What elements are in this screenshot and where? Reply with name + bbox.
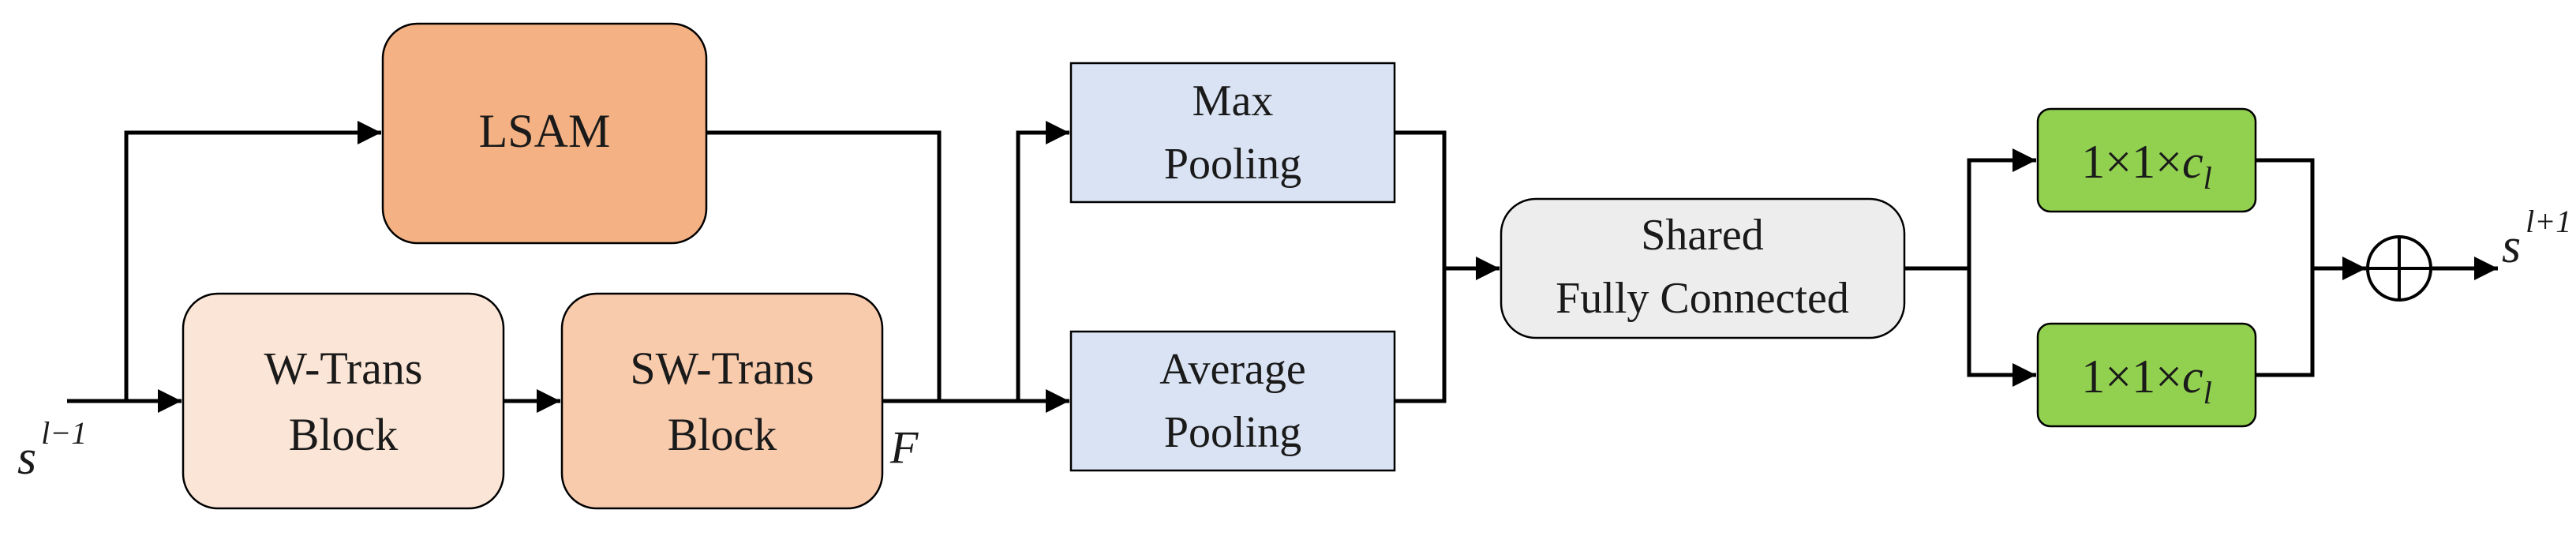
sw-trans-label-line2: Block <box>668 409 777 460</box>
conv-top-label: 1×1×cl <box>2081 136 2211 196</box>
sw-trans-block: SW-Trans Block <box>560 292 884 510</box>
avg-pooling-label-line2: Pooling <box>1164 408 1301 457</box>
avg-pooling-box <box>1069 330 1396 472</box>
arrow-input-to-lsam <box>124 121 381 401</box>
lsam-label: LSAM <box>479 105 611 157</box>
conv-top-box <box>2036 107 2257 213</box>
circle-plus-icon <box>2366 235 2432 302</box>
arrow-to-conv-top <box>1967 148 2036 268</box>
shared-fc-block: Shared Fully Connected <box>1500 197 1906 339</box>
avg-pooling-block: Average Pooling <box>1069 330 1396 472</box>
max-pooling-box <box>1069 62 1396 204</box>
shared-fc-box <box>1500 197 1906 339</box>
wire-avg-out <box>1395 268 1447 403</box>
arrow-to-max-pooling <box>1016 121 1069 401</box>
conv-bottom-block: 1×1×cl <box>2036 322 2257 428</box>
arrow-to-conv-bottom <box>1967 268 2036 387</box>
feature-label: F <box>889 422 919 473</box>
max-pooling-block: Max Pooling <box>1069 62 1396 204</box>
lsam-box <box>381 22 708 245</box>
w-trans-box <box>182 292 505 510</box>
wire-max-out <box>1395 130 1447 268</box>
w-trans-label-line2: Block <box>289 409 399 460</box>
shared-fc-label-line1: Shared <box>1641 211 1764 260</box>
wire-conv-bottom-out <box>2256 268 2315 377</box>
wire-lsam-out <box>706 130 942 401</box>
sw-trans-label-line1: SW-Trans <box>630 343 814 394</box>
sw-trans-box <box>560 292 884 510</box>
max-pooling-label-line2: Pooling <box>1164 140 1301 189</box>
conv-top-block: 1×1×cl <box>2036 107 2257 213</box>
wire-conv-top-out <box>2256 158 2315 268</box>
max-pooling-label-line1: Max <box>1193 77 1274 126</box>
w-trans-block: W-Trans Block <box>182 292 505 510</box>
conv-bottom-label: 1×1×cl <box>2081 350 2211 410</box>
w-trans-label-line1: W-Trans <box>264 343 423 394</box>
lsam-block: LSAM <box>381 22 708 245</box>
avg-pooling-label-line1: Average <box>1159 345 1306 394</box>
shared-fc-label-line2: Fully Connected <box>1556 274 1849 323</box>
connections <box>67 121 2498 413</box>
conv-bottom-box <box>2036 322 2257 428</box>
